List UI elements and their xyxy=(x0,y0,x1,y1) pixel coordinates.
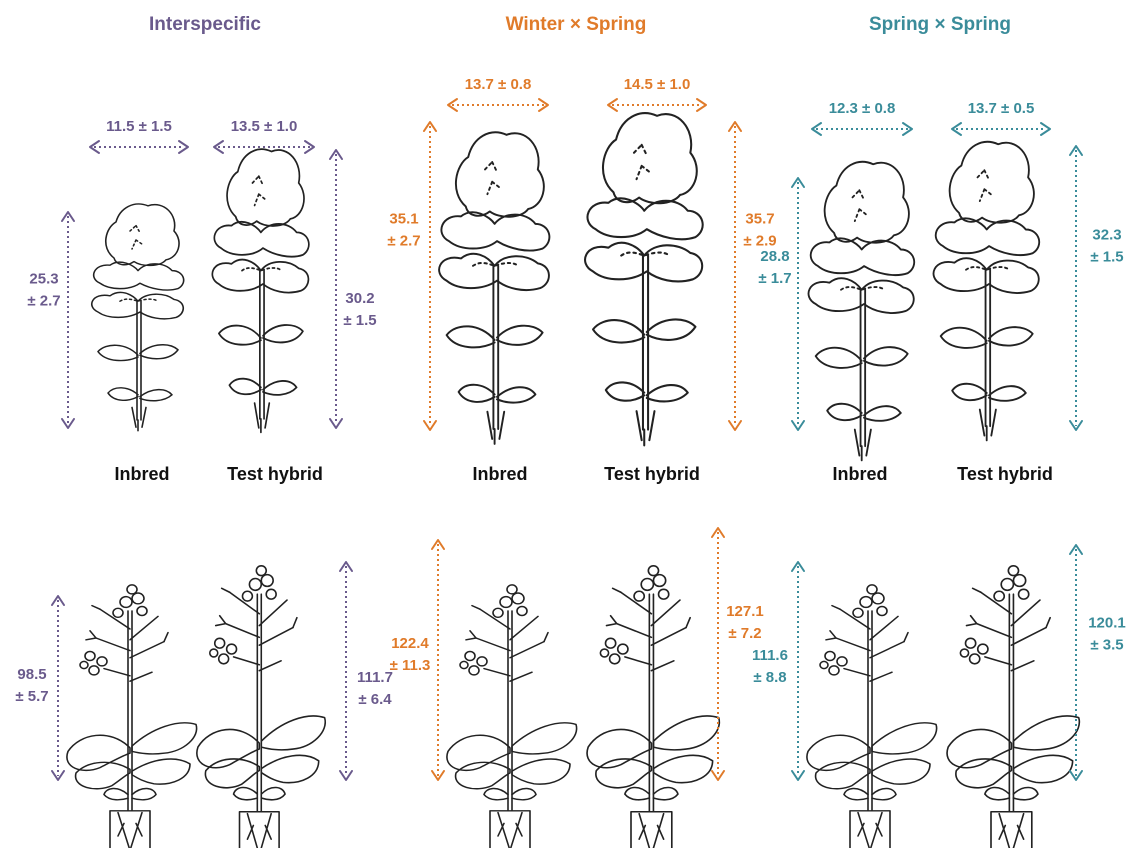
interspecific-inbred-width-label: 11.5 ± 1.5 xyxy=(106,118,172,135)
spring-group-title: Spring × Spring xyxy=(869,14,1011,35)
interspecific-inbred-leaf-height-value: 25.3 xyxy=(29,270,58,287)
winter-inbred-leaf-height-sd: ± 2.7 xyxy=(387,233,420,250)
interspecific-inbred-plant-height-arrow xyxy=(52,596,64,780)
spring-inbred-leaf-plant xyxy=(809,162,915,460)
winter-hybrid-mature-plant xyxy=(587,566,719,848)
spring-hybrid-label: Test hybrid xyxy=(957,464,1053,484)
winter-hybrid-label: Test hybrid xyxy=(604,464,700,484)
spring-inbred-plant-height-arrow xyxy=(792,562,804,780)
spring-inbred-mature-plant xyxy=(807,585,937,848)
winter-hybrid-plant-height-value: 127.1 xyxy=(726,603,764,620)
interspecific-hybrid-label: Test hybrid xyxy=(227,464,323,484)
interspecific-inbred-label: Inbred xyxy=(114,464,169,484)
interspecific-inbred-leaf-plant xyxy=(92,204,184,431)
spring-inbred-plant-height-value: 111.6 xyxy=(752,647,788,664)
winter-hybrid-leaf-height-arrow xyxy=(729,122,741,430)
winter-inbred-leaf-height-arrow xyxy=(424,122,436,430)
winter-hybrid-leaf-height-value: 35.7 xyxy=(745,211,774,228)
figure-content: Interspecific 11.5 ± 1.5 13.5 ± 1.0 25.3 ± 2… xyxy=(15,14,1125,848)
winter-inbred-mature-plant xyxy=(447,585,577,848)
winter-hybrid-leaf-plant xyxy=(585,113,703,445)
spring-hybrid-width-label: 13.7 ± 0.5 xyxy=(968,100,1035,117)
interspecific-hybrid-width-label: 13.5 ± 1.0 xyxy=(231,118,298,135)
spring-inbred-width-arrow xyxy=(812,123,912,135)
winter-hybrid-plant-height-arrow xyxy=(712,528,724,780)
spring-hybrid-leaf-plant xyxy=(934,142,1040,440)
winter-hybrid-width-arrow xyxy=(608,99,706,111)
spring-hybrid-plant-height-sd: ± 3.5 xyxy=(1090,636,1123,653)
spring-hybrid-mature-plant xyxy=(947,566,1079,848)
spring-hybrid-leaf-height-value: 32.3 xyxy=(1092,227,1121,244)
winter-inbred-label: Inbred xyxy=(472,464,527,484)
interspecific-hybrid-leaf-height-value: 30.2 xyxy=(345,290,374,307)
interspecific-hybrid-plant-height-value: 111.7 xyxy=(357,669,393,686)
spring-hybrid-plant-height-value: 120.1 xyxy=(1088,614,1126,631)
interspecific-inbred-leaf-height-arrow xyxy=(62,212,74,428)
winter-hybrid-leaf-height-sd: ± 2.9 xyxy=(743,233,776,250)
interspecific-hybrid-plant-height-sd: ± 6.4 xyxy=(358,691,392,708)
winter-inbred-width-arrow xyxy=(448,99,548,111)
spring-inbred-width-label: 12.3 ± 0.8 xyxy=(829,100,896,117)
interspecific-hybrid-plant-height-arrow xyxy=(340,562,352,780)
spring-hybrid-leaf-height-arrow xyxy=(1070,146,1082,430)
winter-inbred-plant-height-arrow xyxy=(432,540,444,780)
winter-inbred-leaf-plant xyxy=(439,132,549,443)
winter-hybrid-width-label: 14.5 ± 1.0 xyxy=(624,76,691,93)
spring-inbred-plant-height-sd: ± 8.8 xyxy=(753,669,786,686)
spring-inbred-leaf-height-arrow xyxy=(792,178,804,430)
winter-inbred-plant-height-value: 122.4 xyxy=(391,635,429,652)
interspecific-hybrid-leaf-height-sd: ± 1.5 xyxy=(343,312,376,329)
spring-hybrid-leaf-height-sd: ± 1.5 xyxy=(1090,249,1123,266)
spring-hybrid-width-arrow xyxy=(952,123,1050,135)
interspecific-hybrid-mature-plant xyxy=(197,566,325,848)
spring-inbred-label: Inbred xyxy=(832,464,887,484)
interspecific-inbred-plant-height-sd: ± 5.7 xyxy=(15,688,48,705)
interspecific-hybrid-width-arrow xyxy=(214,141,314,153)
winter-inbred-leaf-height-value: 35.1 xyxy=(389,211,418,228)
spring-hybrid-plant-height-arrow xyxy=(1070,545,1082,780)
interspecific-hybrid-leaf-plant xyxy=(212,149,309,432)
spring-inbred-leaf-height-sd: ± 1.7 xyxy=(758,270,791,287)
winter-inbred-plant-height-sd: ± 11.3 xyxy=(390,657,431,674)
interspecific-hybrid-leaf-height-arrow xyxy=(330,150,342,428)
interspecific-inbred-mature-plant xyxy=(67,585,197,848)
interspecific-inbred-leaf-height-sd: ± 2.7 xyxy=(27,292,60,309)
winter-inbred-width-label: 13.7 ± 0.8 xyxy=(465,76,532,93)
interspecific-inbred-plant-height-value: 98.5 xyxy=(17,666,46,683)
winter-group-title: Winter × Spring xyxy=(506,14,647,35)
spring-inbred-leaf-height-value: 28.8 xyxy=(760,248,789,265)
interspecific-inbred-width-arrow xyxy=(90,141,188,153)
winter-hybrid-plant-height-sd: ± 7.2 xyxy=(728,625,761,642)
interspecific-group-title: Interspecific xyxy=(149,14,261,35)
